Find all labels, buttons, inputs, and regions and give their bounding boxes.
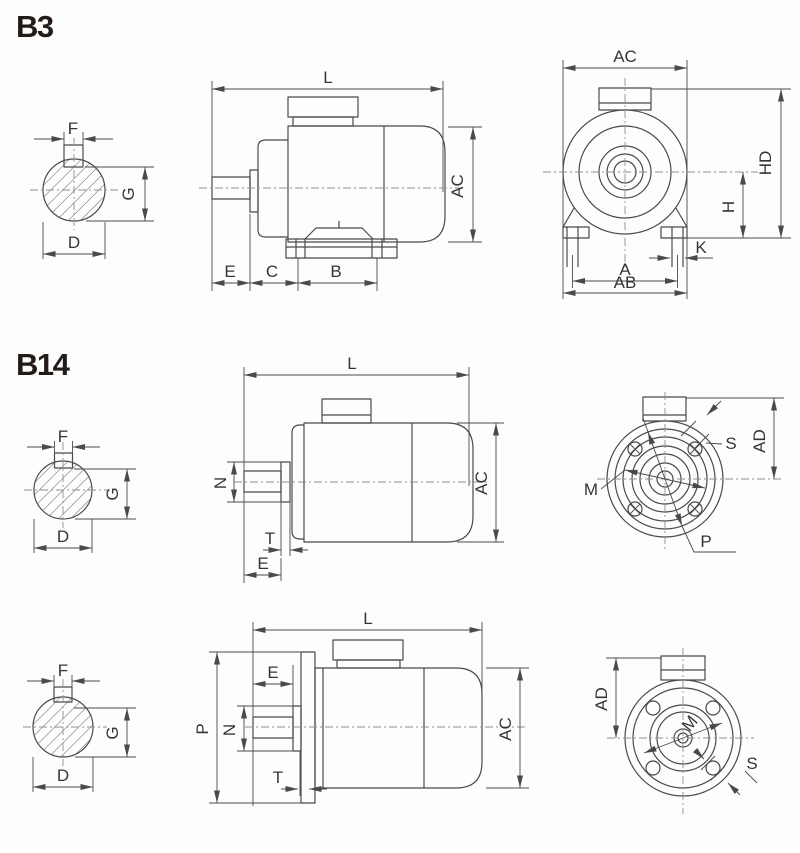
foot-base	[285, 238, 398, 259]
shaft	[243, 470, 282, 493]
section-title-b3: B3	[16, 9, 54, 44]
b3-front-view: AC K H HD A AB	[543, 47, 791, 299]
dim-label-l: L	[347, 354, 356, 373]
terminal-box	[321, 398, 372, 424]
b14f-shaft-section: F G D	[23, 661, 136, 792]
dim-label-d: D	[57, 527, 69, 546]
dim-label-m: M	[584, 480, 598, 499]
terminal-box	[287, 96, 359, 118]
dim-label-d: D	[57, 766, 69, 785]
dim-label-ac: AC	[496, 717, 515, 741]
b14-flange-view: M P S AD	[584, 392, 784, 553]
dim-label-f: F	[58, 661, 68, 680]
dim-label-p: P	[700, 532, 711, 551]
dim-label-c: C	[266, 262, 278, 281]
b14f-flange-view: AD M S	[592, 648, 758, 814]
b14-shaft-section: F G D	[24, 427, 136, 553]
dim-label-g: G	[119, 187, 138, 200]
dim-label-ad: AD	[750, 429, 769, 453]
flange-spigot	[292, 705, 302, 752]
dim-label-ac: AC	[472, 471, 491, 495]
dim-label-ad: AD	[592, 687, 611, 711]
dim-label-f: F	[68, 119, 78, 138]
b14f-side-view: L P E N T AC	[193, 609, 529, 806]
shaft	[252, 716, 294, 739]
dim-label-a: A	[619, 260, 631, 279]
dim-label-ac: AC	[613, 47, 637, 66]
dim-label-e: E	[224, 262, 235, 281]
dim-label-l: L	[363, 609, 372, 628]
dim-label-n: N	[211, 477, 230, 489]
dim-label-d: D	[68, 233, 80, 252]
motor-body	[303, 422, 474, 543]
dim-label-k: K	[695, 238, 707, 257]
flange-bolt-holes	[645, 700, 721, 776]
dim-label-t: T	[273, 768, 283, 787]
end-bell	[257, 139, 288, 238]
dim-label-e: E	[267, 663, 278, 682]
terminal-box	[642, 396, 687, 422]
dim-label-n: N	[220, 724, 239, 736]
flange-bolt-holes	[627, 441, 703, 517]
motor-body	[287, 125, 446, 243]
b3-side-view: L E C B AC	[199, 68, 482, 291]
dim-label-g: G	[103, 487, 122, 500]
section-title-b14: B14	[16, 347, 71, 382]
dim-label-t: T	[265, 529, 275, 548]
dim-label-ab: AB	[614, 273, 637, 292]
dim-label-s: S	[725, 434, 736, 453]
dim-label-hd: HD	[756, 151, 775, 176]
dim-label-l: L	[323, 68, 332, 87]
b3-shaft-section: F G D	[30, 119, 154, 259]
keyway-outline	[63, 144, 84, 168]
dim-label-e: E	[257, 554, 268, 573]
dim-label-b: B	[330, 262, 341, 281]
keyway-outline	[53, 452, 74, 469]
dim-label-p: P	[193, 723, 212, 734]
dim-label-s: S	[746, 754, 757, 773]
b14-side-view: L N T E AC	[211, 354, 504, 583]
dim-label-ac: AC	[448, 174, 467, 198]
left-foot	[562, 226, 590, 239]
terminal-box	[332, 639, 404, 661]
dim-label-h: H	[719, 201, 738, 213]
dim-label-g: G	[103, 726, 122, 739]
right-foot	[660, 226, 688, 239]
dim-label-f: F	[58, 427, 68, 446]
motor-body	[314, 667, 483, 789]
flange-plate	[300, 651, 316, 804]
